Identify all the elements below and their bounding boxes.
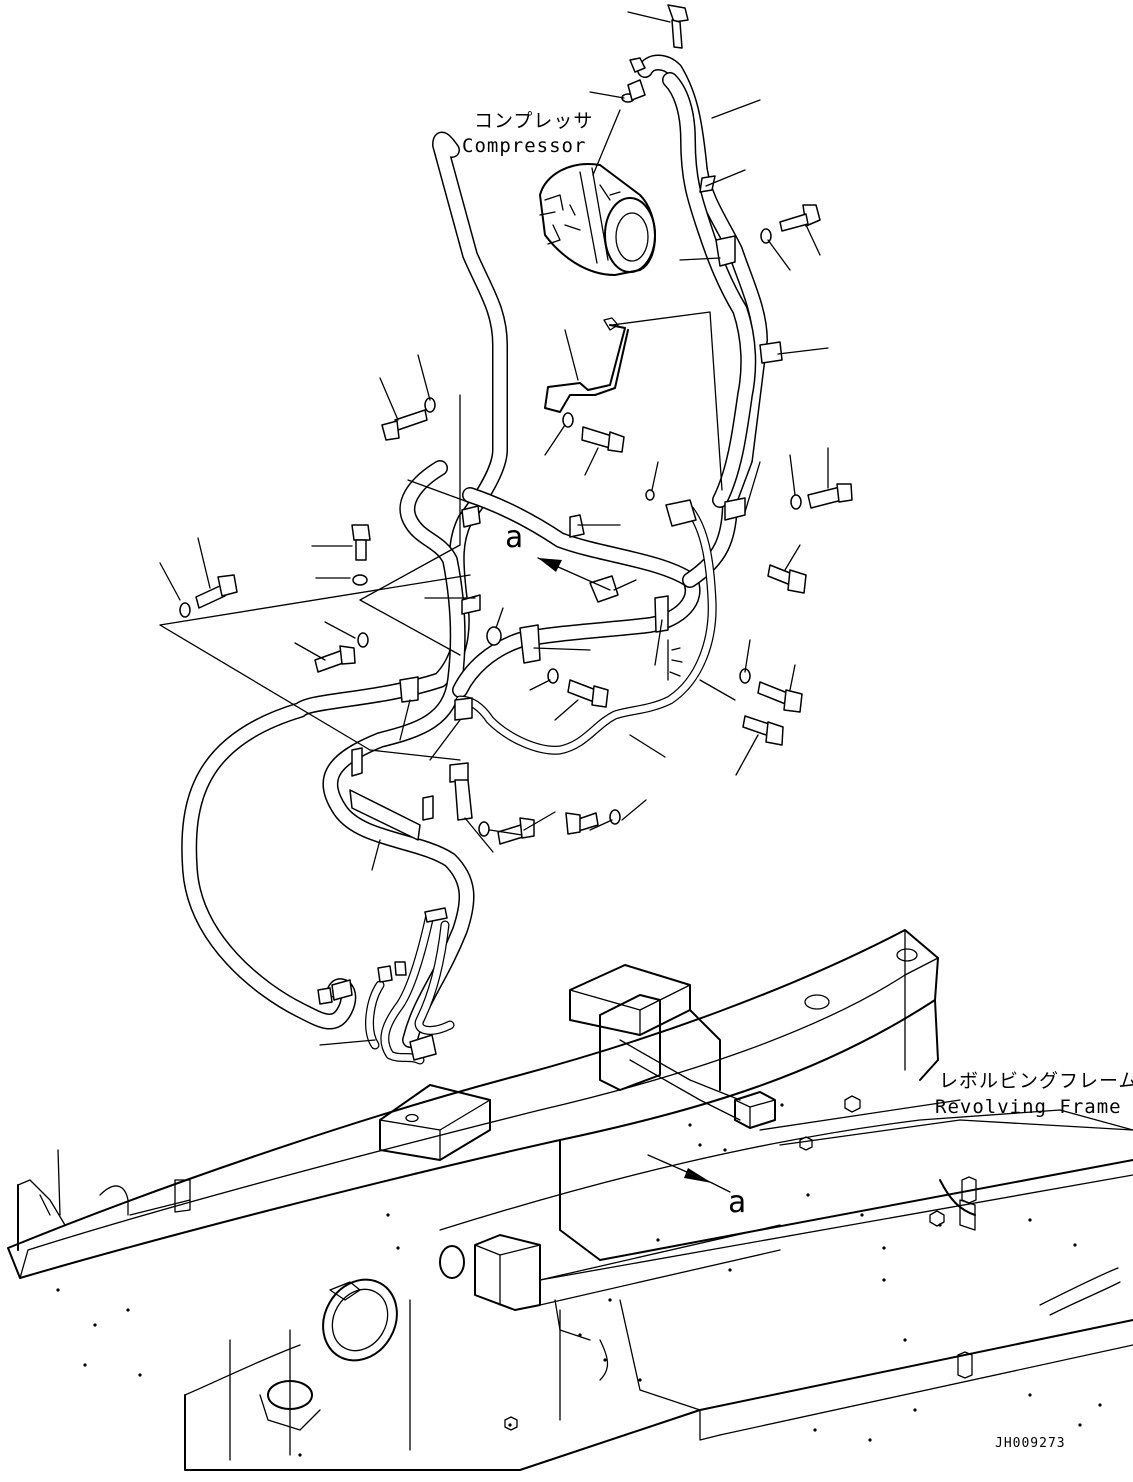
view-letter-lower: a (728, 1185, 747, 1220)
compressor (539, 163, 656, 276)
revolving-frame-label-jp: レボルビングフレーム (939, 1070, 1133, 1092)
compressor-label-jp: コンプレッサ (474, 110, 594, 132)
compressor-label-en: Compressor (462, 135, 587, 157)
fasteners (179, 4, 853, 1061)
leader-lines (159, 11, 829, 1046)
revolving-frame-label-en: Revolving Frame (935, 1096, 1122, 1118)
view-letter-upper: a (505, 520, 524, 555)
drawing-code: JH009273 (995, 1436, 1066, 1451)
hose-assembly (181, 54, 768, 1065)
revolving-frame (7, 929, 1133, 1471)
